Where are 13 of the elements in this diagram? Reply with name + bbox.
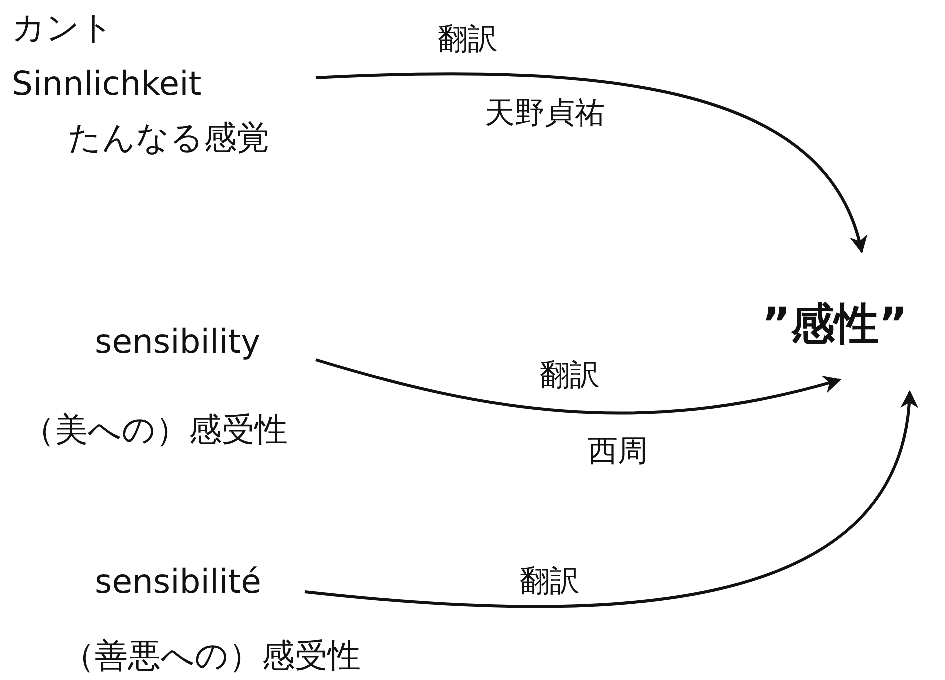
translator-name: 天野貞祐 bbox=[485, 95, 605, 133]
meaning-text: （美への）感受性 bbox=[22, 410, 288, 450]
arrow bbox=[316, 358, 842, 415]
translator-name: 西周 bbox=[588, 433, 648, 471]
word-text: sensibilité bbox=[95, 562, 262, 602]
word-text: Sinnlichkeit bbox=[12, 64, 202, 104]
meaning-text: （善悪への）感受性 bbox=[62, 636, 361, 676]
heading-text: カント bbox=[12, 8, 114, 48]
arrow bbox=[316, 72, 866, 254]
meaning-text: たんなる感覚 bbox=[68, 118, 270, 158]
term-text: ”感性” bbox=[762, 298, 908, 352]
word-text: sensibility bbox=[95, 322, 261, 362]
arrow bbox=[304, 390, 917, 608]
